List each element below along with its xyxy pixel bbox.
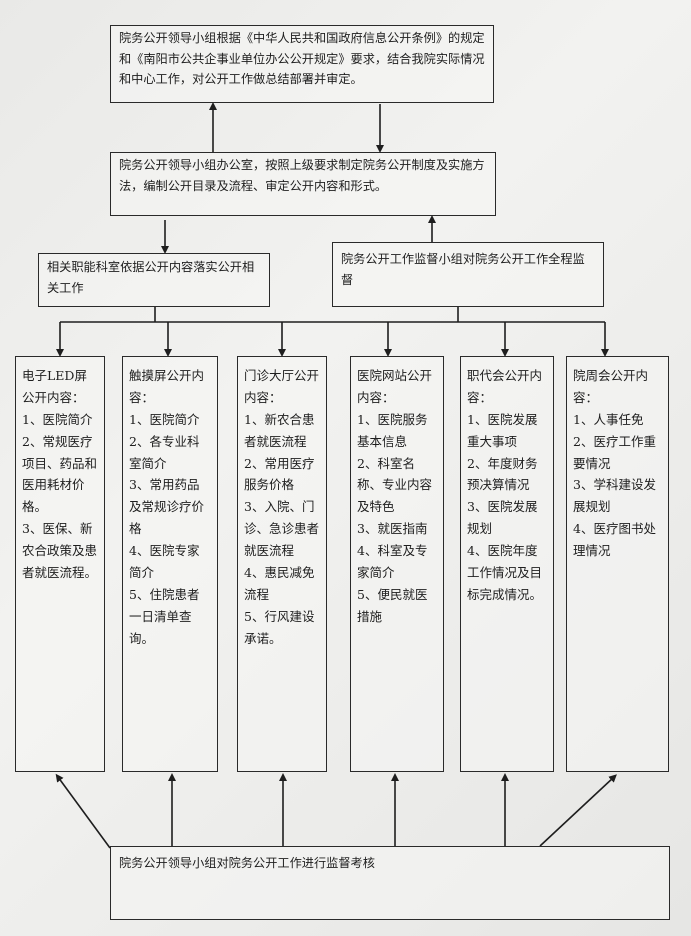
- arrow-up-col6: [539, 774, 617, 847]
- channel-item: 4、医院专家简介: [129, 543, 200, 580]
- channel-item: 2、常用医疗服务价格: [244, 455, 315, 493]
- supervision-group-box: 院务公开工作监督小组对院务公开工作全程监督: [332, 242, 604, 307]
- channel-item: 1、医院服务基本信息: [357, 411, 428, 449]
- supervision-assessment-box: 院务公开领导小组对院务公开工作进行监督考核: [110, 846, 670, 920]
- channel-item: 1、新农合患者就医流程: [244, 411, 315, 449]
- channel-title: 触摸屏公开内容：: [129, 368, 205, 405]
- channel-item: 2、年度财务预决算情况: [467, 455, 538, 493]
- channel-item: 4、医院年度工作情况及目标完成情况。: [467, 543, 543, 602]
- channel-item: 1、人事任免: [573, 411, 644, 427]
- channel-item: 2、科室名称、专业内容及特色: [357, 455, 433, 515]
- channel-item: 4、医疗图书处理情况: [573, 521, 656, 558]
- functional-departments-text: 相关职能科室依据公开内容落实公开相关工作: [47, 260, 255, 295]
- channel-item: 1、医院发展重大事项: [467, 411, 538, 449]
- channel-item: 1、医院简介: [129, 411, 200, 427]
- group-office-text: 院务公开领导小组办公室，按照上级要求制定院务公开制度及实施方法，编制公开目录及流…: [119, 158, 485, 193]
- leadership-group-box: 院务公开领导小组根据《中华人民共和国政府信息公开条例》的规定和《南阳市公共企事业…: [110, 25, 494, 103]
- channel-weekly-meeting: 院周会公开内容： 1、人事任免 2、医疗工作重要情况 3、学科建设发展规划 4、…: [566, 356, 669, 772]
- channel-led-screen: 电子LED屏公开内容： 1、医院简介 2、常规医疗项目、药品和医用耗材价格。 3…: [15, 356, 105, 772]
- supervision-assessment-text: 院务公开领导小组对院务公开工作进行监督考核: [119, 856, 375, 870]
- channel-title: 门诊大厅公开内容：: [244, 368, 320, 405]
- channel-item: 3、医保、新农合政策及患者就医流程。: [22, 521, 98, 580]
- channel-title: 院周会公开内容：: [573, 368, 649, 405]
- channel-item: 3、学科建设发展规划: [573, 477, 656, 515]
- channel-item: 4、科室及专家简介: [357, 543, 428, 580]
- channel-item: 2、医疗工作重要情况: [573, 433, 656, 471]
- channel-item: 3、就医指南: [357, 521, 428, 537]
- channel-item: 5、便民就医措施: [357, 586, 428, 624]
- channel-title: 医院网站公开内容：: [357, 368, 433, 405]
- arrow-up-col1: [55, 773, 111, 849]
- channel-title: 电子LED屏公开内容：: [22, 368, 87, 405]
- channel-workers-congress: 职代会公开内容： 1、医院发展重大事项 2、年度财务预决算情况 3、医院发展规划…: [460, 356, 554, 772]
- channel-title: 职代会公开内容：: [467, 368, 543, 405]
- channel-hospital-website: 医院网站公开内容： 1、医院服务基本信息 2、科室名称、专业内容及特色 3、就医…: [350, 356, 444, 772]
- channel-item: 3、常用药品及常规诊疗价格: [129, 477, 205, 537]
- channel-outpatient-hall: 门诊大厅公开内容： 1、新农合患者就医流程 2、常用医疗服务价格 3、入院、门诊…: [237, 356, 327, 772]
- channel-item: 3、入院、门诊、急诊患者就医流程: [244, 499, 320, 558]
- supervision-group-text: 院务公开工作监督小组对院务公开工作全程监督: [341, 252, 585, 287]
- channel-touch-screen: 触摸屏公开内容： 1、医院简介 2、各专业科室简介 3、常用药品及常规诊疗价格 …: [122, 356, 218, 772]
- leadership-group-text: 院务公开领导小组根据《中华人民共和国政府信息公开条例》的规定和《南阳市公共企事业…: [119, 31, 485, 87]
- channel-item: 1、医院简介: [22, 411, 93, 427]
- channel-item: 3、医院发展规划: [467, 499, 538, 537]
- group-office-box: 院务公开领导小组办公室，按照上级要求制定院务公开制度及实施方法，编制公开目录及流…: [110, 152, 496, 216]
- channel-item: 5、住院患者一日清单查询。: [129, 586, 200, 646]
- channel-item: 5、行风建设承诺。: [244, 608, 315, 646]
- functional-departments-box: 相关职能科室依据公开内容落实公开相关工作: [38, 253, 270, 307]
- channel-item: 2、常规医疗项目、药品和医用耗材价格。: [22, 433, 98, 515]
- channel-item: 2、各专业科室简介: [129, 433, 200, 471]
- channel-item: 4、惠民减免流程: [244, 564, 315, 602]
